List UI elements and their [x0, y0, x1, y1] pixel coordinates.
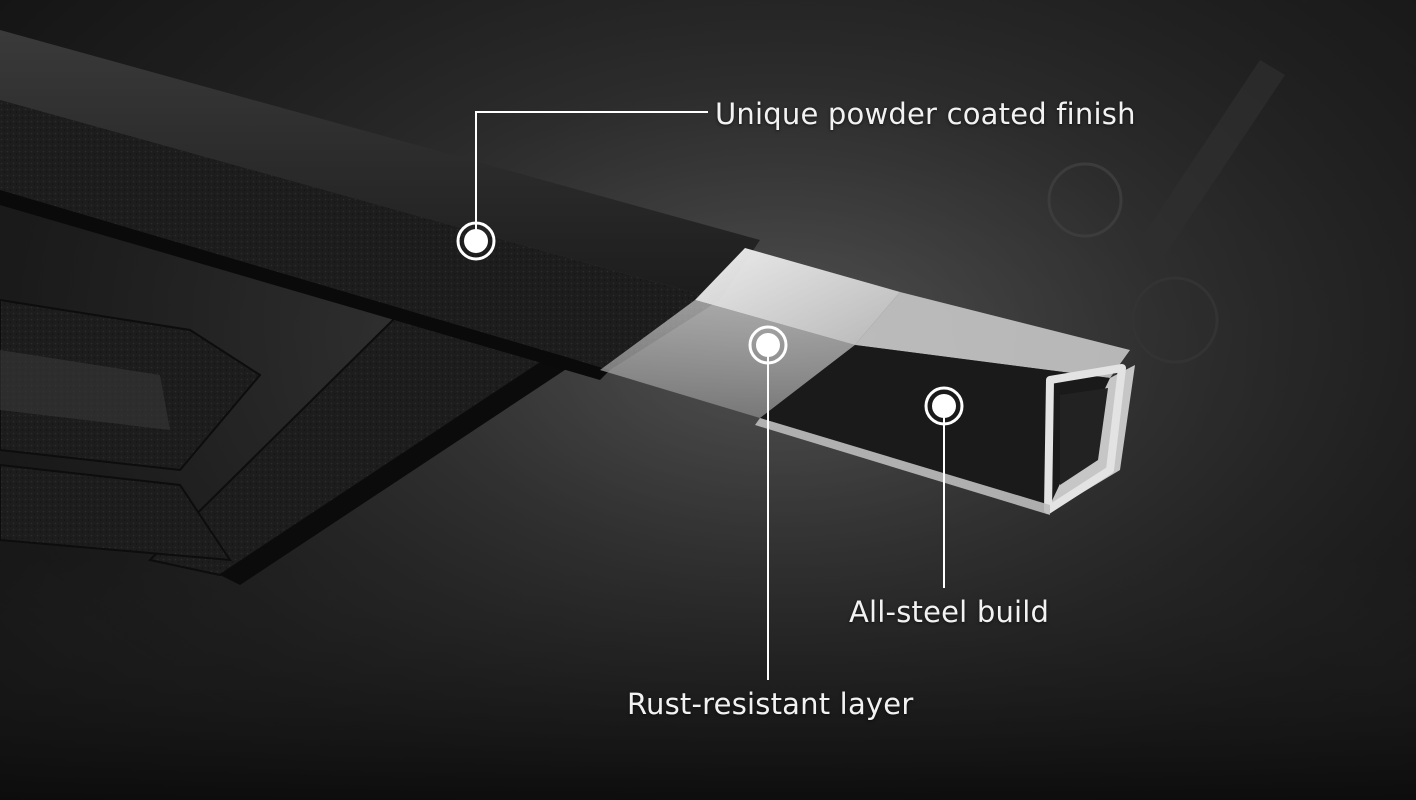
- rust-marker-icon: [748, 325, 788, 365]
- finish-marker-icon: [456, 221, 496, 261]
- coating-layer-side: [600, 300, 855, 418]
- steel-tube-top: [855, 292, 1130, 378]
- step-diagonal-edge: [220, 350, 580, 585]
- steel-tube-inside: [760, 345, 1110, 505]
- bar-lower-edge: [0, 190, 610, 380]
- rust-marker-dot: [756, 333, 780, 357]
- callout-all-steel-build: All-steel build: [849, 595, 1050, 629]
- background-strut: [1140, 60, 1285, 255]
- finish-marker-dot: [464, 229, 488, 253]
- step-frame-inner: [0, 350, 170, 430]
- floor-shadow: [0, 560, 1416, 800]
- background-gear-2: [1131, 276, 1219, 364]
- steel-marker-icon: [924, 386, 964, 426]
- steel-marker-dot: [932, 394, 956, 418]
- callout-powder-coated-finish: Unique powder coated finish: [715, 97, 1136, 131]
- steel-tube-bottom-edge: [755, 418, 1050, 515]
- bar-top-surface: [0, 30, 760, 300]
- steel-tube-inner-shadow: [1060, 388, 1108, 485]
- step-bottom-bar: [0, 463, 232, 562]
- background-gear-1: [1047, 162, 1123, 238]
- bar-front-face: [0, 100, 720, 370]
- callout-rust-resistant-layer: Rust-resistant layer: [627, 687, 914, 721]
- coating-layer-top: [695, 248, 900, 345]
- finish-leader-line: [475, 111, 708, 240]
- steel-tube-profile: [1044, 364, 1126, 514]
